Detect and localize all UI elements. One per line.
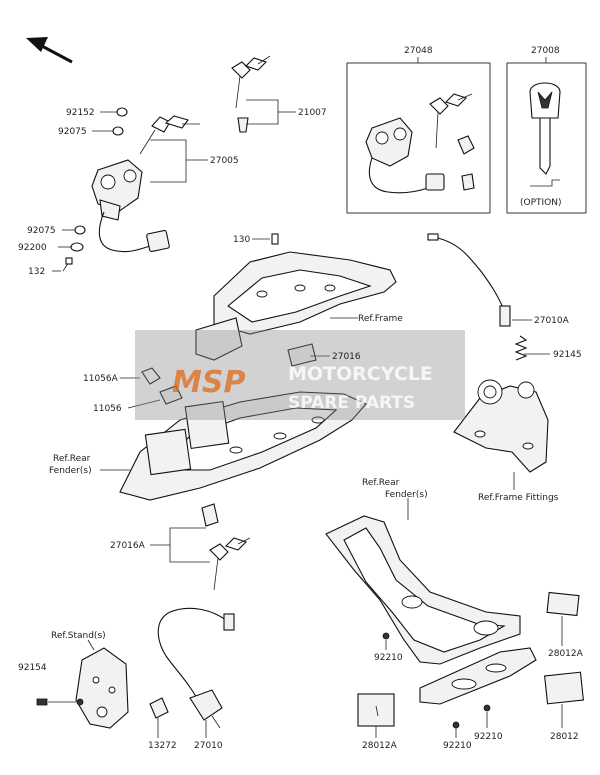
part-labels: 27048 27008 (OPTION) 92152 92075 27005 2…: [18, 46, 584, 751]
label-27008: 27008: [531, 46, 560, 56]
label-92210-c: 92210: [474, 732, 503, 742]
label-11056a: 11056A: [83, 374, 119, 384]
label-ref-rear-fender-line2: Fender(s): [49, 466, 92, 476]
watermark-line2: SPARE PARTS: [288, 393, 415, 413]
label-92145: 92145: [553, 350, 582, 360]
label-ref-frame: Ref.Frame: [358, 314, 403, 324]
label-130: 130: [233, 235, 250, 245]
label-ref-stand: Ref.Stand(s): [51, 631, 106, 641]
label-ref-rear-fender-b-line2: Fender(s): [385, 490, 428, 500]
reflector-28012a-top: [546, 591, 580, 617]
label-ref-rear-fender-line1: Ref.Rear: [53, 454, 91, 464]
watermark: MSP MOTORCYCLE SPARE PARTS: [135, 330, 465, 420]
stand-plate: [75, 647, 129, 729]
key-set-21007: [231, 55, 271, 133]
seat-lock-27016a: [201, 503, 251, 591]
front-direction-arrow-icon: [26, 37, 73, 64]
rear-fender: [119, 391, 367, 501]
sidestand-switch-27010: [149, 607, 235, 729]
ignition-switch-assembly: [62, 107, 200, 272]
label-ref-frame-fittings: Ref.Frame Fittings: [478, 493, 559, 503]
frame-fittings-lock: [453, 379, 549, 473]
label-92210-b: 92210: [443, 741, 472, 751]
label-92210-a: 92210: [374, 653, 403, 663]
label-92152: 92152: [66, 108, 95, 118]
seat-lock-cable-27010a: [427, 233, 528, 361]
label-27016: 27016: [332, 352, 361, 362]
kit-box-27008: [506, 62, 587, 214]
kit-box-27048: [346, 62, 491, 214]
label-13272: 13272: [148, 741, 177, 751]
label-27048: 27048: [404, 46, 433, 56]
label-92075-bottom: 92075: [27, 226, 56, 236]
lock-set-27048: [365, 93, 475, 194]
label-27016a: 27016A: [110, 541, 146, 551]
reflector-28012: [544, 671, 584, 705]
bolt-92154: [36, 698, 48, 706]
label-28012: 28012: [550, 732, 579, 742]
label-21007: 21007: [298, 108, 327, 118]
label-28012a-bottom: 28012A: [362, 741, 398, 751]
label-92075-top: 92075: [58, 127, 87, 137]
label-27005: 27005: [210, 156, 239, 166]
leader-lines: [48, 57, 563, 738]
label-92200: 92200: [18, 243, 47, 253]
reflector-28012a-bottom: [357, 693, 395, 727]
label-28012a-top: 28012A: [548, 649, 584, 659]
frame-bracket: [195, 233, 397, 367]
label-132: 132: [28, 267, 45, 277]
label-27010a: 27010A: [534, 316, 570, 326]
label-ref-rear-fender-b-line1: Ref.Rear: [362, 478, 400, 488]
label-option: (OPTION): [520, 198, 562, 208]
bracket-11056: [141, 367, 183, 405]
blank-key-27008: [529, 82, 561, 187]
watermark-logo: MSP: [172, 365, 245, 400]
label-11056: 11056: [93, 404, 122, 414]
label-92154: 92154: [18, 663, 47, 673]
lower-rear-fender: [325, 515, 537, 729]
label-27010: 27010: [194, 741, 223, 751]
watermark-line1: MOTORCYCLE: [288, 363, 433, 385]
